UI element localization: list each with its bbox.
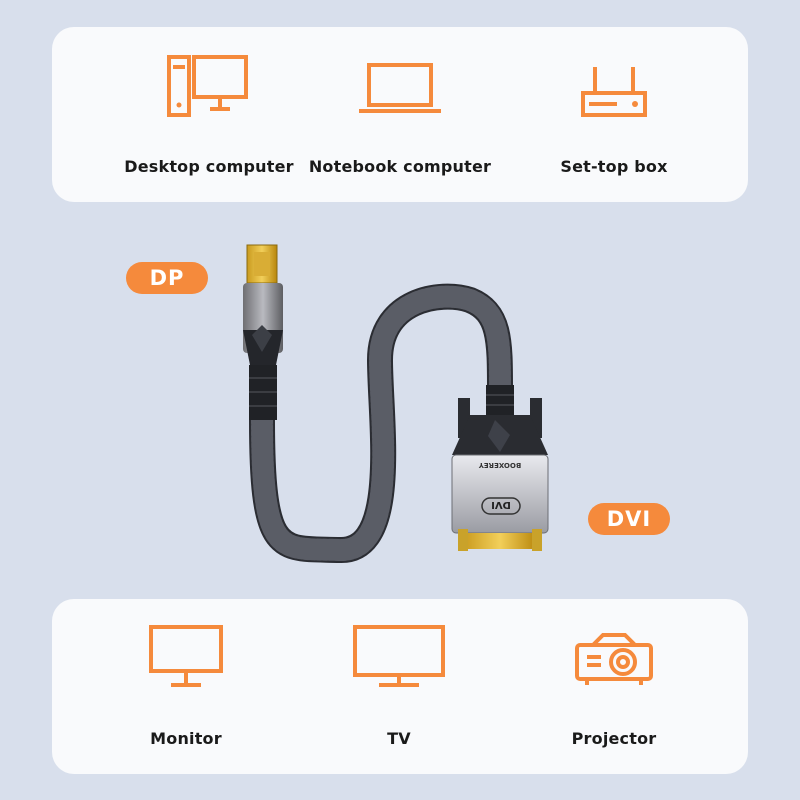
- desktop-computer-label: Desktop computer: [124, 157, 294, 176]
- display-devices-card: Monitor TV Projector: [52, 599, 748, 774]
- router-icon: [581, 67, 647, 117]
- device-tv: TV: [299, 623, 499, 748]
- dvi-plug-label: DVI: [491, 499, 511, 510]
- monitor-icon: [149, 625, 223, 687]
- projector-label: Projector: [571, 729, 657, 748]
- device-settop: Set-top box: [514, 49, 714, 176]
- laptop-icon: [359, 63, 441, 113]
- dp-connector: [243, 244, 283, 420]
- dvi-connector: BOOXEREY DVI: [451, 385, 549, 551]
- projector-icon: [575, 633, 653, 685]
- dp-badge: DP: [126, 262, 208, 294]
- monitor-label: Monitor: [150, 729, 222, 748]
- brand-text: BOOXEREY: [478, 461, 521, 469]
- notebook-computer-label: Notebook computer: [308, 157, 492, 176]
- source-devices-card: Desktop computer Notebook computer Set-t…: [52, 27, 748, 202]
- device-desktop: Desktop computer: [109, 49, 309, 176]
- device-monitor: Monitor: [86, 623, 286, 748]
- settop-box-label: Set-top box: [560, 157, 668, 176]
- dvi-badge: DVI: [588, 503, 670, 535]
- device-notebook: Notebook computer: [300, 49, 500, 176]
- device-projector: Projector: [514, 623, 714, 748]
- tv-icon: [353, 625, 445, 687]
- desktop-computer-icon: [167, 55, 248, 117]
- tv-label: TV: [387, 729, 411, 748]
